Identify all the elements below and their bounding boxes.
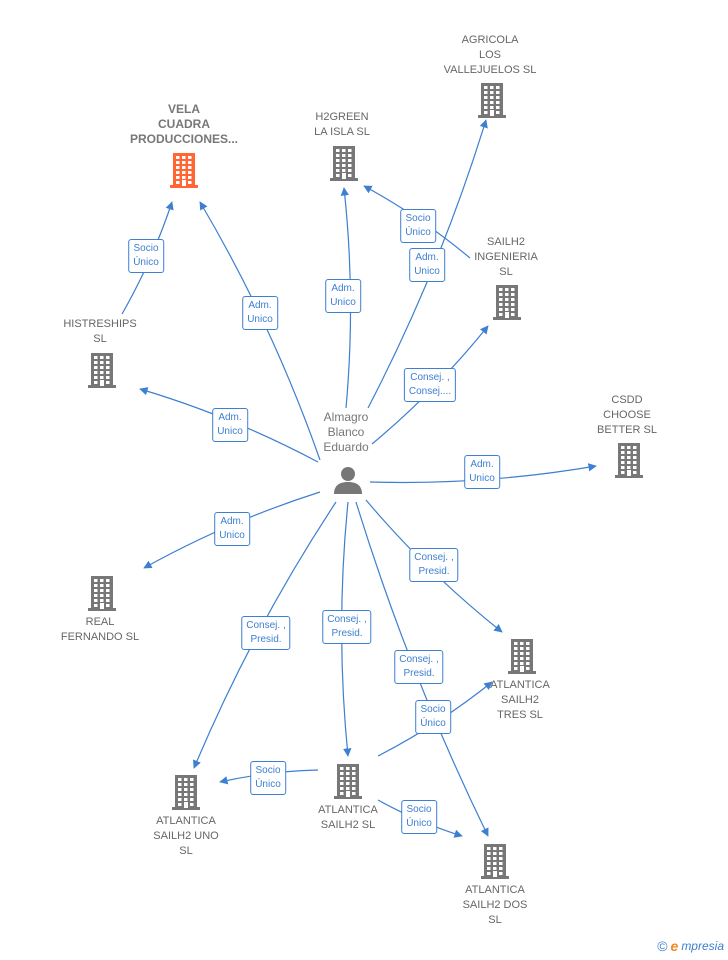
building-icon[interactable] [87,352,117,393]
edge-label-center-to-sailh2ing[interactable]: Consej. , Consej.... [403,368,457,402]
edge-label-center-to-uno[interactable]: Consej. , Presid. [241,616,291,650]
edge-label-atlsl-to-dos[interactable]: Socio Único [401,800,437,834]
company-label-histreships[interactable]: HISTRESHIPS SL [63,318,137,345]
building-icon[interactable] [614,442,644,483]
building-icon[interactable] [87,575,117,616]
company-label-agricola[interactable]: AGRICOLA LOS VALLEJUELOS SL [443,34,537,76]
edge-label-center-to-real[interactable]: Adm. Unico [214,512,250,546]
company-label-uno[interactable]: ATLANTICA SAILH2 UNO SL [153,815,219,857]
copyright-icon: © [657,938,668,954]
edge-label-center-to-csdd[interactable]: Adm. Unico [464,455,500,489]
building-icon[interactable] [477,82,507,123]
edge-label-center-to-vela[interactable]: Adm. Unico [242,296,278,330]
building-icon[interactable] [480,843,510,884]
person-icon[interactable] [333,465,363,500]
edge-label-center-to-atlsl[interactable]: Consej. , Presid. [322,610,372,644]
building-icon[interactable] [507,638,537,679]
edge-label-atlsl-to-tres[interactable]: Socio Único [415,700,451,734]
company-label-h2green[interactable]: H2GREEN LA ISLA SL [314,111,370,138]
building-icon[interactable] [329,145,359,186]
edge-label-center-to-tres[interactable]: Consej. , Presid. [409,548,459,582]
building-icon[interactable] [333,763,363,804]
company-label-atlsl[interactable]: ATLANTICA SAILH2 SL [318,804,378,831]
brand-name: mpresia [681,939,724,953]
edge-label-sailh2ing-to-h2green[interactable]: Socio Único [400,209,436,243]
edge-label-center-to-histreships[interactable]: Adm. Unico [212,408,248,442]
person-name[interactable]: Almagro Blanco Eduardo [323,410,369,454]
building-icon[interactable] [171,774,201,815]
company-label-sailh2ing[interactable]: SAILH2 INGENIERIA SL [474,236,538,278]
company-label-vela[interactable]: VELA CUADRA PRODUCCIONES... [129,102,239,146]
edge-label-center-to-h2green[interactable]: Adm. Unico [325,279,361,313]
company-label-real[interactable]: REAL FERNANDO SL [60,616,140,643]
focus-building-icon[interactable] [169,152,199,193]
company-label-dos[interactable]: ATLANTICA SAILH2 DOS SL [462,884,528,926]
edge-label-center-to-dos[interactable]: Consej. , Presid. [394,650,444,684]
edge-label-atlsl-to-uno[interactable]: Socio Único [250,761,286,795]
company-label-csdd[interactable]: CSDD CHOOSE BETTER SL [597,394,657,436]
company-label-tres[interactable]: ATLANTICA SAILH2 TRES SL [490,679,550,721]
edge-label-histreships-to-vela[interactable]: Socio Único [128,239,164,273]
brand-initial: e [670,938,679,954]
building-icon[interactable] [492,284,522,325]
edge-label-center-to-agricola[interactable]: Adm. Unico [409,248,445,282]
